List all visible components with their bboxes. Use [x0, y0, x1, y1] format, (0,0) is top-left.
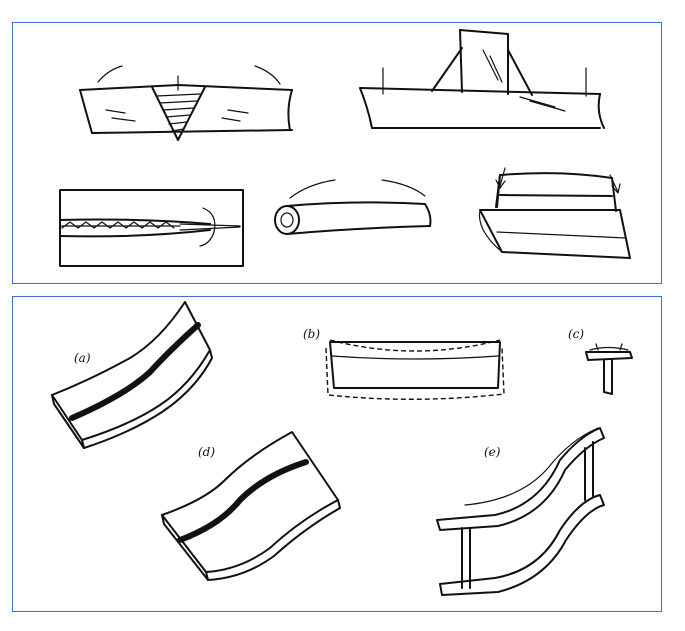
figure-d: (d) [161, 431, 341, 581]
figure-b: (b) [303, 327, 505, 400]
label-d: (d) [198, 445, 215, 459]
label-e: (e) [484, 445, 501, 459]
label-a: (a) [74, 351, 91, 365]
figure-a: (a) [51, 301, 213, 449]
label-b: (b) [303, 327, 320, 341]
figure-c: (c) [568, 327, 633, 395]
label-c: (c) [568, 327, 584, 341]
figure-e: (e) [436, 427, 605, 596]
fillet-weld-angular-figure [359, 29, 605, 129]
seam-weld-figure [59, 189, 244, 267]
plate-buckling-figure [478, 167, 631, 259]
pipe-bending-figure [274, 179, 432, 235]
top-panel [12, 22, 662, 284]
butt-weld-angular-figure [79, 65, 293, 141]
